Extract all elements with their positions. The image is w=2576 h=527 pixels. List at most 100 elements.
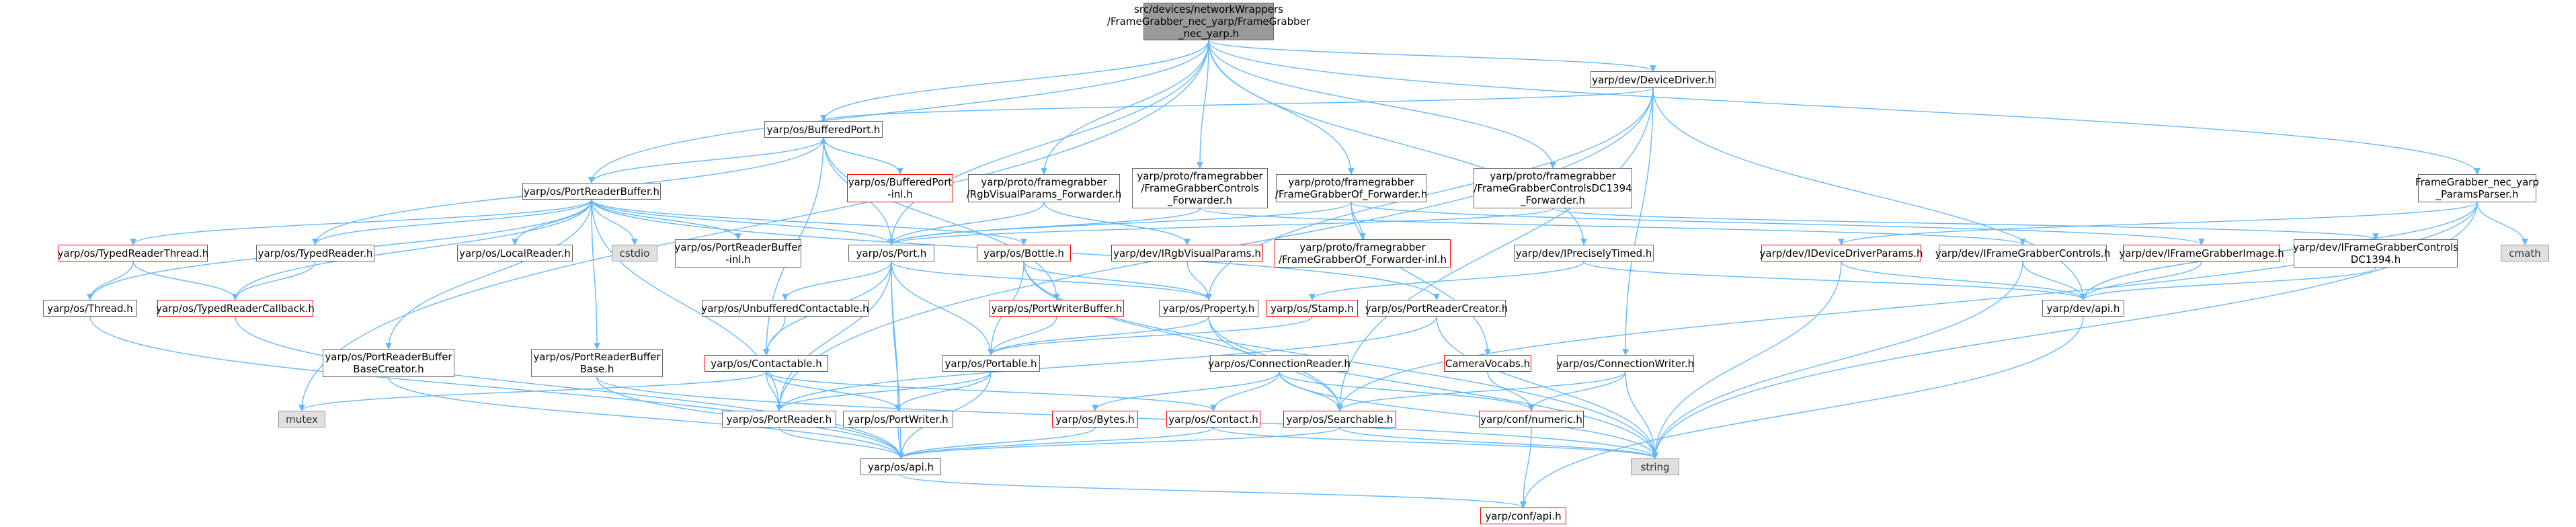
node-framegrabberof-forwarder-h[interactable]: yarp/proto/framegrabber /FrameGrabberOf_… bbox=[1275, 174, 1427, 202]
edge-devicedriver-to-bufferedport bbox=[820, 87, 1654, 122]
edge-connectionwriter-to-searchable bbox=[1336, 371, 1626, 411]
node-framegrabberof-forwarder-inl-h[interactable]: yarp/proto/framegrabber /FrameGrabberOf_… bbox=[1275, 239, 1451, 268]
edge-contactable-to-contact bbox=[766, 371, 1217, 411]
node-yarp-os-searchable-h[interactable]: yarp/os/Searchable.h bbox=[1283, 411, 1396, 428]
node-yarp-os-portreader-h[interactable]: yarp/os/PortReader.h bbox=[722, 411, 836, 428]
node-yarp-os-stamp-h[interactable]: yarp/os/Stamp.h bbox=[1266, 300, 1358, 317]
node-yarp-os-portreaderbufferbase-h[interactable]: yarp/os/PortReaderBuffer Base.h bbox=[531, 349, 663, 377]
node-rgbvisualparams-forwarder-h[interactable]: yarp/proto/framegrabber /RgbVisualParams… bbox=[967, 174, 1121, 202]
node-yarp-os-typedreadercallback-h[interactable]: yarp/os/TypedReaderCallback.h bbox=[156, 300, 315, 317]
edge-portreaderbuffer-to-localreader bbox=[512, 199, 592, 245]
edge-portreadercreator-to-string bbox=[1436, 316, 1658, 459]
node-yarp-os-portreaderbuffer-h[interactable]: yarp/os/PortReaderBuffer.h bbox=[522, 183, 661, 200]
edge-bytes-to-osapi bbox=[897, 427, 1096, 459]
node-yarp-dev-api-h[interactable]: yarp/dev/api.h bbox=[2042, 300, 2124, 317]
edge-root-to-port bbox=[888, 40, 1209, 245]
node-yarp-os-typedreader-h[interactable]: yarp/os/TypedReader.h bbox=[256, 245, 374, 261]
edge-property-to-string bbox=[1208, 316, 1658, 459]
node-yarp-os-contactable-h[interactable]: yarp/os/Contactable.h bbox=[705, 355, 828, 372]
edge-ifgcontrols-to-string bbox=[1652, 261, 2023, 459]
edge-connectionwriter-to-numeric bbox=[1528, 371, 1626, 411]
edge-paramsparser-to-cmath bbox=[2477, 202, 2528, 245]
node-yarp-os-typedreaderthread-h[interactable]: yarp/os/TypedReaderThread.h bbox=[58, 245, 208, 261]
node-yarp-os-bufferedport-inl-h[interactable]: yarp/os/BufferedPort -inl.h bbox=[847, 174, 953, 202]
edge-contactable-to-portwriter bbox=[766, 371, 901, 411]
node-yarp-conf-numeric-h[interactable]: yarp/conf/numeric.h bbox=[1479, 411, 1584, 428]
edge-devicedriver-to-searchable bbox=[1336, 87, 1654, 411]
node-framegrabber-nec-yarp-h[interactable]: src/devices/networkWrappers /FrameGrabbe… bbox=[1106, 3, 1311, 40]
edge-fgctrl1394_fwd-to-port bbox=[888, 208, 1554, 245]
edge-port-to-osapi bbox=[891, 261, 904, 459]
node-string[interactable]: string bbox=[1631, 458, 1679, 475]
node-mutex[interactable]: mutex bbox=[278, 411, 325, 428]
node-yarp-os-portreaderbufferbasecreator-h[interactable]: yarp/os/PortReaderBuffer BaseCreator.h bbox=[323, 349, 454, 377]
edge-property-to-portable bbox=[988, 316, 1209, 356]
edge-root-to-portreaderbuffer bbox=[588, 40, 1209, 184]
edge-fgof_fwd-to-cameravocabs bbox=[1351, 202, 1491, 356]
edge-portreaderbuffer-to-typedreader bbox=[312, 199, 592, 245]
edge-stamp-to-portable bbox=[988, 316, 1313, 356]
edge-ifgcontrols1394-to-devapi bbox=[2080, 267, 2376, 300]
node-yarp-os-api-h[interactable]: yarp/os/api.h bbox=[860, 458, 941, 475]
node-yarp-os-unbufferedcontactable-h[interactable]: yarp/os/UnbufferedContactable.h bbox=[701, 300, 869, 317]
node-yarp-os-portable-h[interactable]: yarp/os/Portable.h bbox=[942, 355, 1040, 372]
edge-bottle-to-searchable bbox=[1023, 261, 1343, 411]
node-yarp-os-property-h[interactable]: yarp/os/Property.h bbox=[1159, 300, 1258, 317]
edge-connectionreader-to-bytes bbox=[1092, 371, 1280, 411]
edge-fgof_fwd-to-port bbox=[888, 202, 1352, 245]
edge-searchable-to-osapi bbox=[897, 427, 1340, 459]
node-yarp-os-bytes-h[interactable]: yarp/os/Bytes.h bbox=[1052, 411, 1138, 428]
node-yarp-os-bufferedport-h[interactable]: yarp/os/BufferedPort.h bbox=[764, 121, 883, 138]
edge-contact-to-string bbox=[1213, 427, 1658, 459]
edge-typedreaderthread-to-typedreadercallback bbox=[132, 261, 239, 300]
edge-cameravocabs-to-numeric bbox=[1487, 371, 1535, 411]
edge-portreadercreator-to-portreader bbox=[776, 316, 1437, 411]
node-yarp-os-connectionreader-h[interactable]: yarp/os/ConnectionReader.h bbox=[1208, 355, 1351, 372]
node-cameravocabs-h[interactable]: CameraVocabs.h bbox=[1444, 355, 1531, 372]
node-yarp-os-bottle-h[interactable]: yarp/os/Bottle.h bbox=[977, 245, 1071, 261]
edge-fgctrl1394_fwd-to-ifgcontrols1394 bbox=[1552, 208, 2379, 240]
node-cmath[interactable]: cmath bbox=[2501, 245, 2549, 261]
node-yarp-os-connectionwriter-h[interactable]: yarp/os/ConnectionWriter.h bbox=[1557, 355, 1694, 372]
edge-port-to-portwriter bbox=[891, 261, 901, 411]
edge-ipreciselytimed-to-stamp bbox=[1309, 261, 1584, 300]
node-yarp-dev-ipreciselytimed-h[interactable]: yarp/dev/IPreciselyTimed.h bbox=[1514, 245, 1654, 261]
node-yarp-dev-iframegrabbercontrolsdc1394-h[interactable]: yarp/dev/IFrameGrabberControls DC1394.h bbox=[2293, 239, 2458, 268]
node-yarp-os-port-h[interactable]: yarp/os/Port.h bbox=[848, 245, 934, 261]
edge-fgctrl_fwd-to-ifgcontrols bbox=[1199, 208, 2026, 245]
edge-thread-to-osapi bbox=[89, 316, 904, 459]
node-yarp-dev-iframegrabbercontrols-h[interactable]: yarp/dev/IFrameGrabberControls.h bbox=[1935, 245, 2110, 261]
edge-ifgimage-to-devapi bbox=[2080, 261, 2202, 300]
edge-root-to-paramsparser bbox=[1208, 40, 2481, 175]
edge-portreaderbuffer-to-port bbox=[591, 199, 895, 245]
node-cstdio[interactable]: cstdio bbox=[612, 245, 657, 261]
edge-portable-to-portreader bbox=[776, 371, 992, 411]
node-framegrabbercontrols-forwarder-h[interactable]: yarp/proto/framegrabber /FrameGrabberCon… bbox=[1132, 168, 1268, 208]
node-yarp-dev-idevicedriverparams-h[interactable]: yarp/dev/IDeviceDriverParams.h bbox=[1760, 245, 1923, 261]
edge-bufferedport_inl-to-bufferedport bbox=[820, 137, 901, 175]
node-yarp-os-portwriterbuffer-h[interactable]: yarp/os/PortWriterBuffer.h bbox=[990, 300, 1124, 317]
node-yarp-dev-iframegrabberimage-h[interactable]: yarp/dev/IFrameGrabberImage.h bbox=[2119, 245, 2284, 261]
node-yarp-os-thread-h[interactable]: yarp/os/Thread.h bbox=[43, 300, 137, 317]
edge-root-to-mutex bbox=[298, 40, 1209, 411]
edge-contactable-to-mutex bbox=[298, 371, 767, 411]
node-yarp-dev-irgbvisualparams-h[interactable]: yarp/dev/IRgbVisualParams.h bbox=[1111, 245, 1263, 261]
edge-connectionreader-to-contact bbox=[1210, 371, 1280, 411]
node-yarp-dev-devicedriver-h[interactable]: yarp/dev/DeviceDriver.h bbox=[1591, 71, 1716, 88]
edge-irgbvisual-to-property bbox=[1186, 261, 1212, 300]
node-yarp-os-localreader-h[interactable]: yarp/os/LocalReader.h bbox=[457, 245, 573, 261]
node-yarp-os-contact-h[interactable]: yarp/os/Contact.h bbox=[1166, 411, 1260, 428]
node-framegrabber-nec-yarp-paramsparser-h[interactable]: FrameGrabber_nec_yarp _ParamsParser.h bbox=[2415, 174, 2539, 202]
edge-root-to-bufferedport bbox=[820, 40, 1209, 122]
node-yarp-os-portreaderbuffer-inl-h[interactable]: yarp/os/PortReaderBuffer -inl.h bbox=[674, 239, 802, 268]
edge-portreaderbuffer-to-typedreaderthread bbox=[130, 199, 592, 245]
edge-portreaderbuffer-to-cstdio bbox=[591, 199, 638, 245]
edge-devicedriver-to-devapi bbox=[1652, 87, 2087, 300]
edge-portreaderbuffer-to-bottle bbox=[591, 199, 1027, 245]
node-framegrabbercontrolsdc1394-forwarder-h[interactable]: yarp/proto/framegrabber /FrameGrabberCon… bbox=[1474, 168, 1632, 208]
node-yarp-os-portwriter-h[interactable]: yarp/os/PortWriter.h bbox=[843, 411, 953, 428]
node-yarp-conf-api-h[interactable]: yarp/conf/api.h bbox=[1480, 508, 1566, 524]
node-yarp-os-portreadercreator-h[interactable]: yarp/os/PortReaderCreator.h bbox=[1365, 300, 1508, 317]
edge-fgctrl_fwd-to-port bbox=[888, 208, 1201, 245]
edge-connectionreader-to-numeric bbox=[1279, 371, 1535, 411]
